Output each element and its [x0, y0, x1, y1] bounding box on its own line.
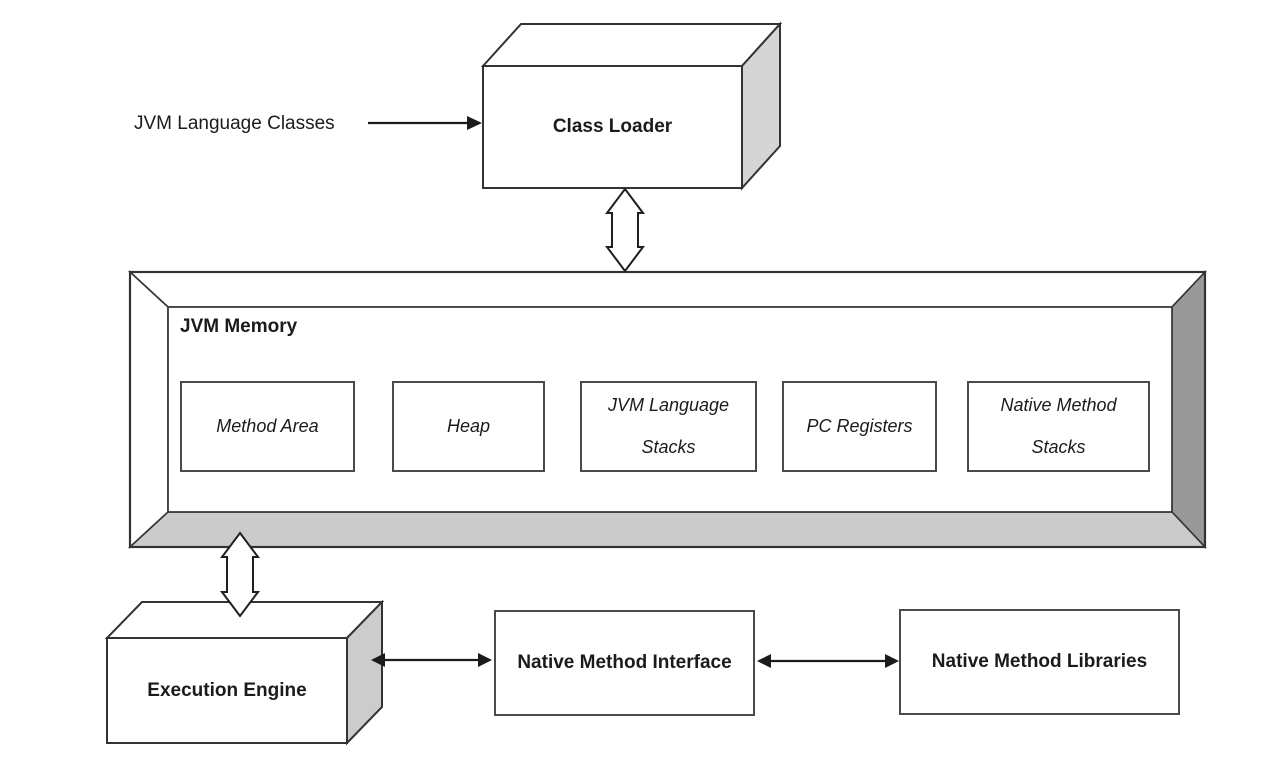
execution-engine-label: Execution Engine: [147, 679, 307, 701]
class-loader-front-face: [482, 65, 743, 189]
memory-area-heap: Heap: [392, 381, 545, 472]
jvm-language-classes-label: JVM Language Classes: [134, 113, 335, 134]
class-loader-top-face: [480, 23, 783, 67]
execution-engine-box: [104, 599, 385, 746]
memory-area-method-area: Method Area: [180, 381, 355, 472]
jvm-memory-label: JVM Memory: [180, 316, 298, 337]
native-method-libraries-box: Native Method Libraries: [899, 609, 1180, 715]
class-loader-box: [480, 21, 783, 191]
memory-area-pc-registers: PC Registers: [782, 381, 937, 472]
jvm-memory-right-band: [1171, 269, 1206, 550]
arrow-nmi-nml: [757, 654, 899, 668]
jvm-memory-left-band: [129, 270, 169, 549]
arrow-execution-nmi: [371, 653, 492, 667]
hollow-arrow-memory-execution: [220, 531, 260, 618]
hollow-arrow-classloader-memory: [605, 187, 645, 273]
arrow-classes-to-classloader: [368, 116, 482, 130]
native-method-interface-box: Native Method Interface: [494, 610, 755, 716]
memory-area-jvm-language-stacks: JVM Language Stacks: [580, 381, 757, 472]
class-loader-label: Class Loader: [552, 116, 673, 137]
jvm-memory-top-band: [127, 271, 1207, 308]
memory-area-native-method-stacks: Native Method Stacks: [967, 381, 1150, 472]
jvm-memory-outer-border: [128, 270, 1207, 549]
jvm-memory-bottom-band: [127, 511, 1207, 548]
execution-engine-front-face: [106, 637, 348, 744]
